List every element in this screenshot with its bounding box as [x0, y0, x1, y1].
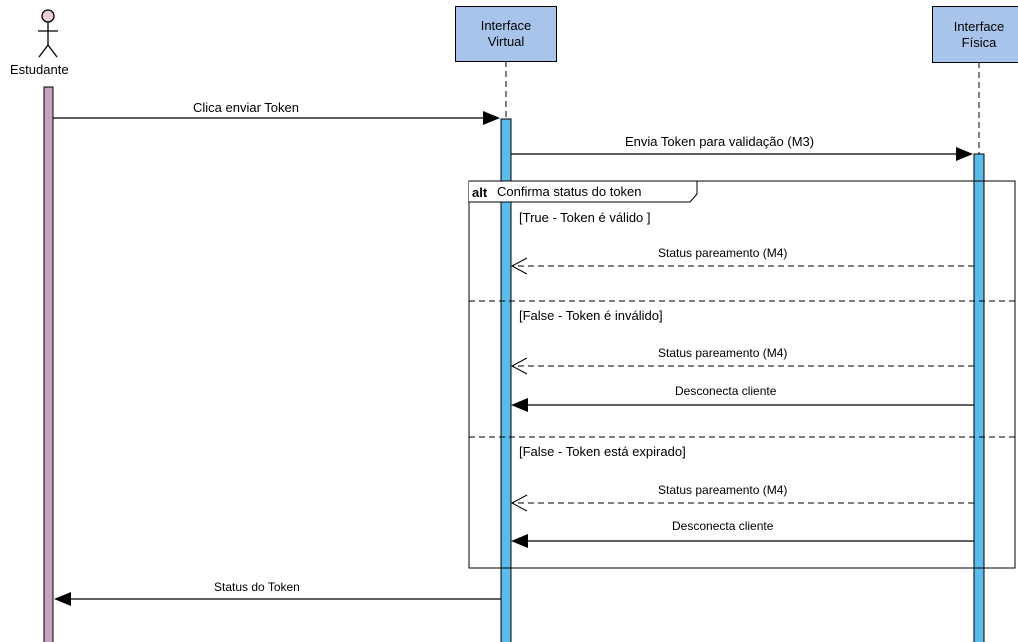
message-label-m8: Status do Token [214, 580, 300, 594]
arrowhead-open [510, 494, 528, 512]
message-label-m4: Status pareamento (M4) [658, 346, 788, 360]
alt-fragment [468, 180, 1016, 569]
alt-operator: alt [472, 185, 488, 200]
alt-title: Confirma status do token [497, 184, 642, 199]
activation-fisica [973, 153, 985, 642]
actor-icon [38, 9, 58, 58]
participant-interface-fisica: Interface Física [932, 6, 1018, 63]
arrowhead-filled [54, 592, 71, 606]
actor-label: Estudante [10, 62, 69, 77]
guard-1: [True - Token é válido ] [519, 210, 651, 225]
arrowhead-filled [511, 398, 528, 412]
message-label-m3: Status pareamento (M4) [658, 246, 788, 260]
participant-label-line1: Interface [480, 18, 532, 33]
arrowhead-filled [483, 111, 500, 125]
message-label-m5: Desconecta cliente [675, 384, 777, 398]
participant-label-line1: Interface [953, 18, 1005, 34]
activation-estudante [43, 86, 54, 642]
participant-label-line2: Física [961, 34, 997, 50]
arrowhead-open [510, 257, 528, 275]
alt-fragment-header [469, 180, 698, 203]
participant-label-line2: Virtual [487, 34, 525, 49]
message-label-m1: Clica enviar Token [193, 100, 299, 115]
guard-3: [False - Token está expirado] [519, 444, 686, 459]
message-label-m7: Desconecta cliente [672, 519, 774, 533]
message-label-m6: Status pareamento (M4) [658, 483, 788, 497]
arrowhead-filled [511, 534, 528, 548]
guard-2: [False - Token é inválido] [519, 308, 663, 323]
message-label-m2: Envia Token para validação (M3) [625, 134, 815, 149]
participant-interface-virtual: Interface Virtual [455, 6, 557, 62]
arrowhead-open [510, 357, 528, 375]
activation-virtual [500, 118, 512, 642]
arrowhead-filled [956, 147, 973, 161]
